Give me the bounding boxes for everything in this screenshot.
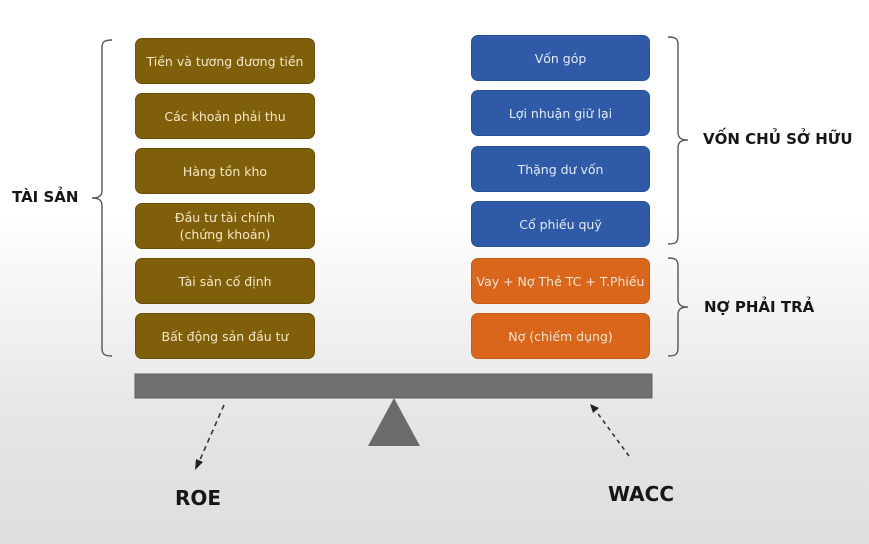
wacc-label: WACC	[608, 482, 674, 506]
asset-box-fixed-assets: Tài sản cố định	[135, 258, 315, 304]
liability-box-appropriated-debt: Nợ (chiếm dụng)	[471, 313, 650, 359]
asset-box-cash: Tiền và tương đương tiền	[135, 38, 315, 84]
equity-box-retained-earnings: Lợi nhuận giữ lại	[471, 90, 650, 136]
assets-label: TÀI SẢN	[12, 188, 79, 206]
asset-box-investment-property: Bất động sản đầu tư	[135, 313, 315, 359]
liability-box-borrowings: Vay + Nợ Thẻ TC + T.Phiếu	[471, 258, 650, 304]
asset-box-inventory: Hàng tồn kho	[135, 148, 315, 194]
asset-box-receivables: Các khoản phải thu	[135, 93, 315, 139]
liabilities-brace	[667, 257, 689, 357]
fulcrum-triangle	[368, 398, 420, 446]
liabilities-label: NỢ PHẢI TRẢ	[704, 298, 815, 316]
equity-box-treasury-stock: Cổ phiếu quỹ	[471, 201, 650, 247]
wacc-arrow-line	[595, 410, 630, 457]
asset-box-financial-investments: Đầu tư tài chính (chứng khoán)	[135, 203, 315, 249]
equity-box-contributed-capital: Vốn góp	[471, 35, 650, 81]
assets-brace	[91, 39, 113, 357]
roe-label: ROE	[175, 486, 222, 510]
roe-arrowhead-icon	[195, 459, 203, 470]
equity-brace	[667, 36, 689, 245]
wacc-arrowhead-icon	[590, 404, 599, 413]
equity-box-share-premium: Thặng dư vốn	[471, 146, 650, 192]
roe-arrow-line	[198, 404, 225, 463]
balance-beam	[134, 373, 653, 399]
equity-label: VỐN CHỦ SỞ HỮU	[703, 130, 853, 148]
